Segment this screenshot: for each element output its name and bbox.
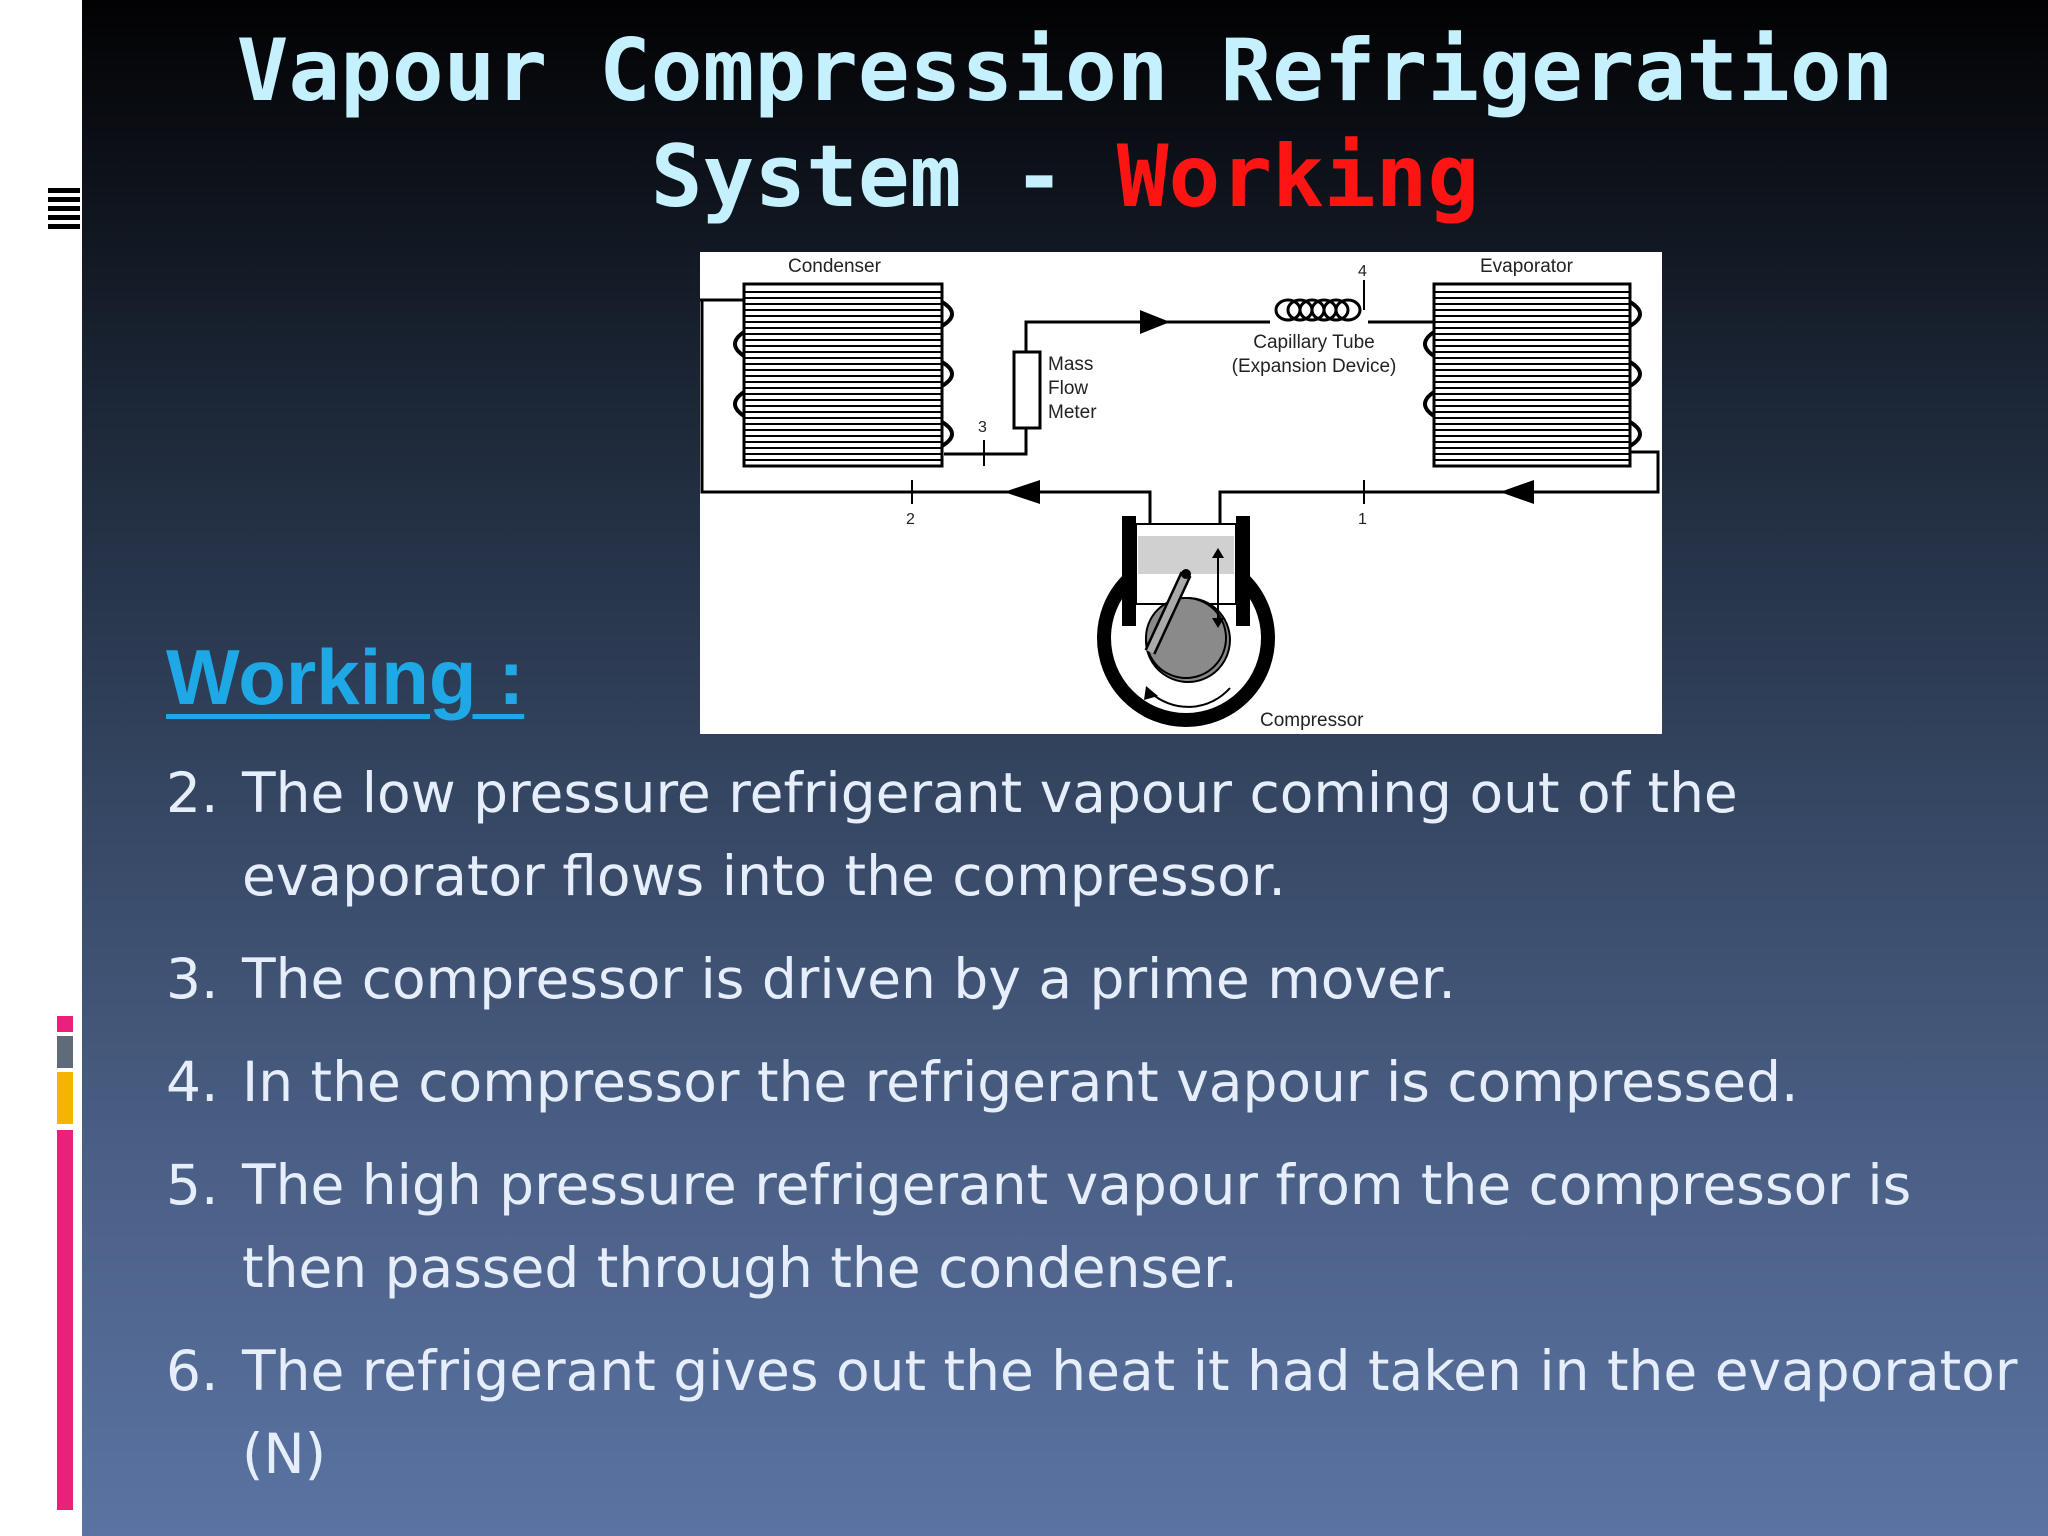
label-mass-flow-1: Mass [1048,354,1093,375]
list-item: 4. In the compressor the refrigerant vapo… [166,1041,2026,1124]
mass-flow-meter [1012,350,1042,430]
point-label-4: 4 [1358,263,1367,280]
label-mass-flow-3: Meter [1048,402,1097,423]
step-number: 3. [166,947,219,1011]
point-label-1: 1 [1358,511,1367,528]
slide-title: Vapour Compression Refrigeration System … [82,18,2048,230]
evaporator-coil [1423,282,1642,468]
list-item: 5. The high pressure refrigerant vapour f… [166,1144,2026,1310]
title-highlight: Working [1116,127,1480,227]
left-decoration-strip [0,0,82,1536]
step-number: 5. [166,1153,219,1217]
step-text: In the compressor the refrigerant vapour… [242,1050,1799,1114]
step-text: The high pressure refrigerant vapour fro… [242,1153,1912,1300]
slide: Vapour Compression Refrigeration System … [82,0,2048,1536]
section-heading: Working : [166,633,525,721]
refrigeration-cycle-diagram: Condenser Evaporator Mass Flow Meter Cap… [700,252,1662,734]
step-number: 2. [166,761,219,825]
compressor [1097,516,1275,727]
point-ticks [911,280,1365,504]
title-prefix: System - [650,127,1117,227]
step-number: 4. [166,1050,219,1114]
accent-bar-pink [57,1130,73,1510]
title-line-1: Vapour Compression Refrigeration [236,21,1894,121]
list-item: 2. The low pressure refrigerant vapour co… [166,752,2026,918]
list-item: 6. The refrigerant gives out the heat it … [166,1330,2026,1496]
steps-list: 2. The low pressure refrigerant vapour co… [166,752,2026,1516]
step-text: The compressor is driven by a prime move… [242,947,1456,1011]
step-text: The low pressure refrigerant vapour comi… [242,761,1738,908]
list-item: 3. The compressor is driven by a prime mo… [166,938,2026,1021]
flow-arrow-bottom-right [1500,480,1534,504]
label-compressor: Compressor [1260,710,1364,731]
condenser-coil [733,282,954,468]
step-text: The refrigerant gives out the heat it ha… [242,1339,2018,1486]
title-line-2: System - Working [82,124,2048,230]
label-evaporator: Evaporator [1480,256,1574,277]
label-capillary-1: Capillary Tube [1253,332,1374,353]
flow-arrow-bottom-left [1004,480,1040,504]
accent-bar-gray [57,1036,73,1068]
flow-arrow-top [1140,310,1170,334]
point-label-2: 2 [906,511,915,528]
accent-bar-yellow [57,1072,73,1124]
label-capillary-2: (Expansion Device) [1232,356,1397,377]
accent-bar-pink-top [57,1016,73,1032]
point-label-3: 3 [978,419,987,436]
capillary-tube-coil [1274,298,1362,322]
striped-bars-decoration [48,188,80,238]
label-mass-flow-2: Flow [1048,378,1088,399]
step-number: 6. [166,1339,219,1403]
label-condenser: Condenser [788,256,882,277]
